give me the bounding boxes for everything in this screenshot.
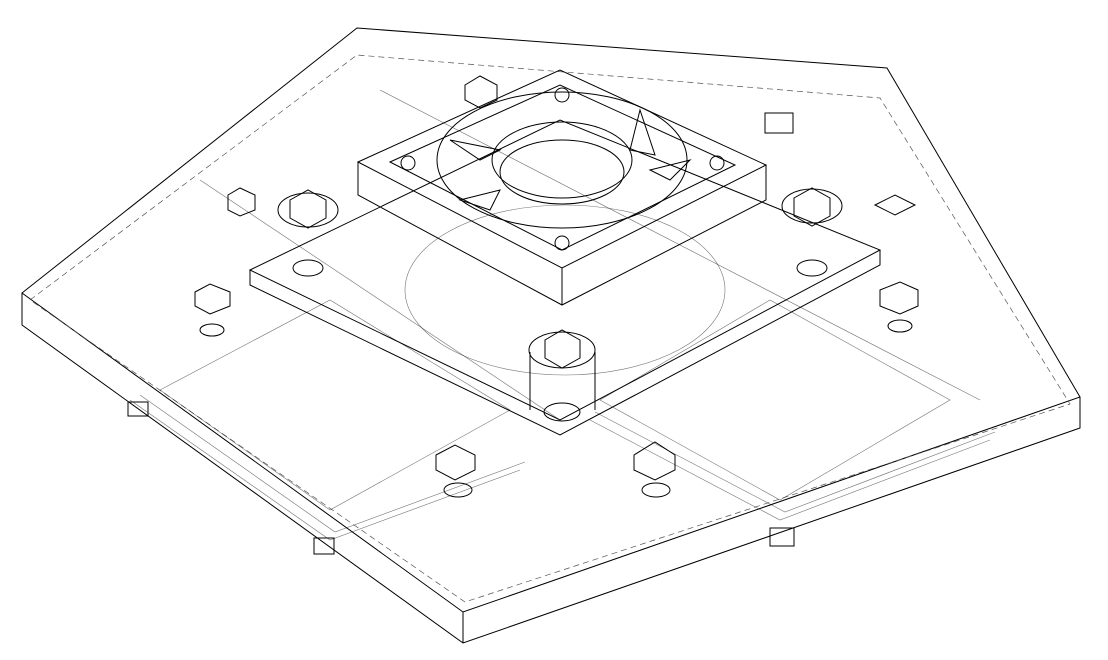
fan-lower-ring	[404, 204, 726, 376]
channel-back-left	[199, 179, 561, 421]
standoff	[464, 75, 498, 109]
base-plate	[21, 27, 1081, 644]
channel-right	[589, 419, 991, 521]
pocket-left	[159, 299, 511, 511]
hex-standoffs	[194, 75, 919, 498]
fan-hub-inner	[499, 139, 625, 205]
clip	[764, 112, 794, 134]
fan-frame-inner	[388, 84, 737, 251]
mount-hole	[709, 155, 725, 171]
clip	[769, 527, 795, 547]
channel-left	[129, 399, 521, 541]
center-housing	[248, 69, 882, 436]
channel-right-2	[594, 411, 996, 513]
fan-blade	[629, 108, 656, 156]
clips	[127, 112, 917, 555]
plate-bottom-hidden	[29, 54, 1071, 603]
clip	[127, 401, 149, 417]
plate-top-face	[21, 27, 1081, 613]
channel-back-right	[379, 89, 981, 401]
housing-lower-edge	[249, 250, 881, 436]
fan-blades	[449, 108, 692, 211]
mount-hole	[400, 155, 416, 171]
mount-hole	[554, 87, 570, 103]
standoff	[194, 283, 231, 337]
standoff	[277, 189, 339, 277]
standoff	[781, 187, 843, 277]
pocket-right	[599, 299, 951, 501]
standoff	[528, 329, 596, 422]
cross-channels	[129, 89, 996, 541]
fan-blade	[458, 189, 501, 211]
fan-ring-outer	[436, 91, 688, 229]
fan-blade	[449, 139, 502, 161]
channel-left-2	[139, 394, 526, 533]
clip	[873, 194, 917, 216]
standoff	[879, 281, 919, 333]
fan-blade	[648, 159, 692, 181]
clip	[313, 537, 335, 555]
standoff	[633, 441, 676, 498]
mount-hole	[554, 235, 570, 251]
fan-frame-top	[356, 69, 768, 269]
standoff	[227, 187, 256, 217]
standoff	[435, 444, 476, 498]
plate-front-edge	[21, 293, 1081, 644]
fan-hub	[491, 121, 633, 199]
